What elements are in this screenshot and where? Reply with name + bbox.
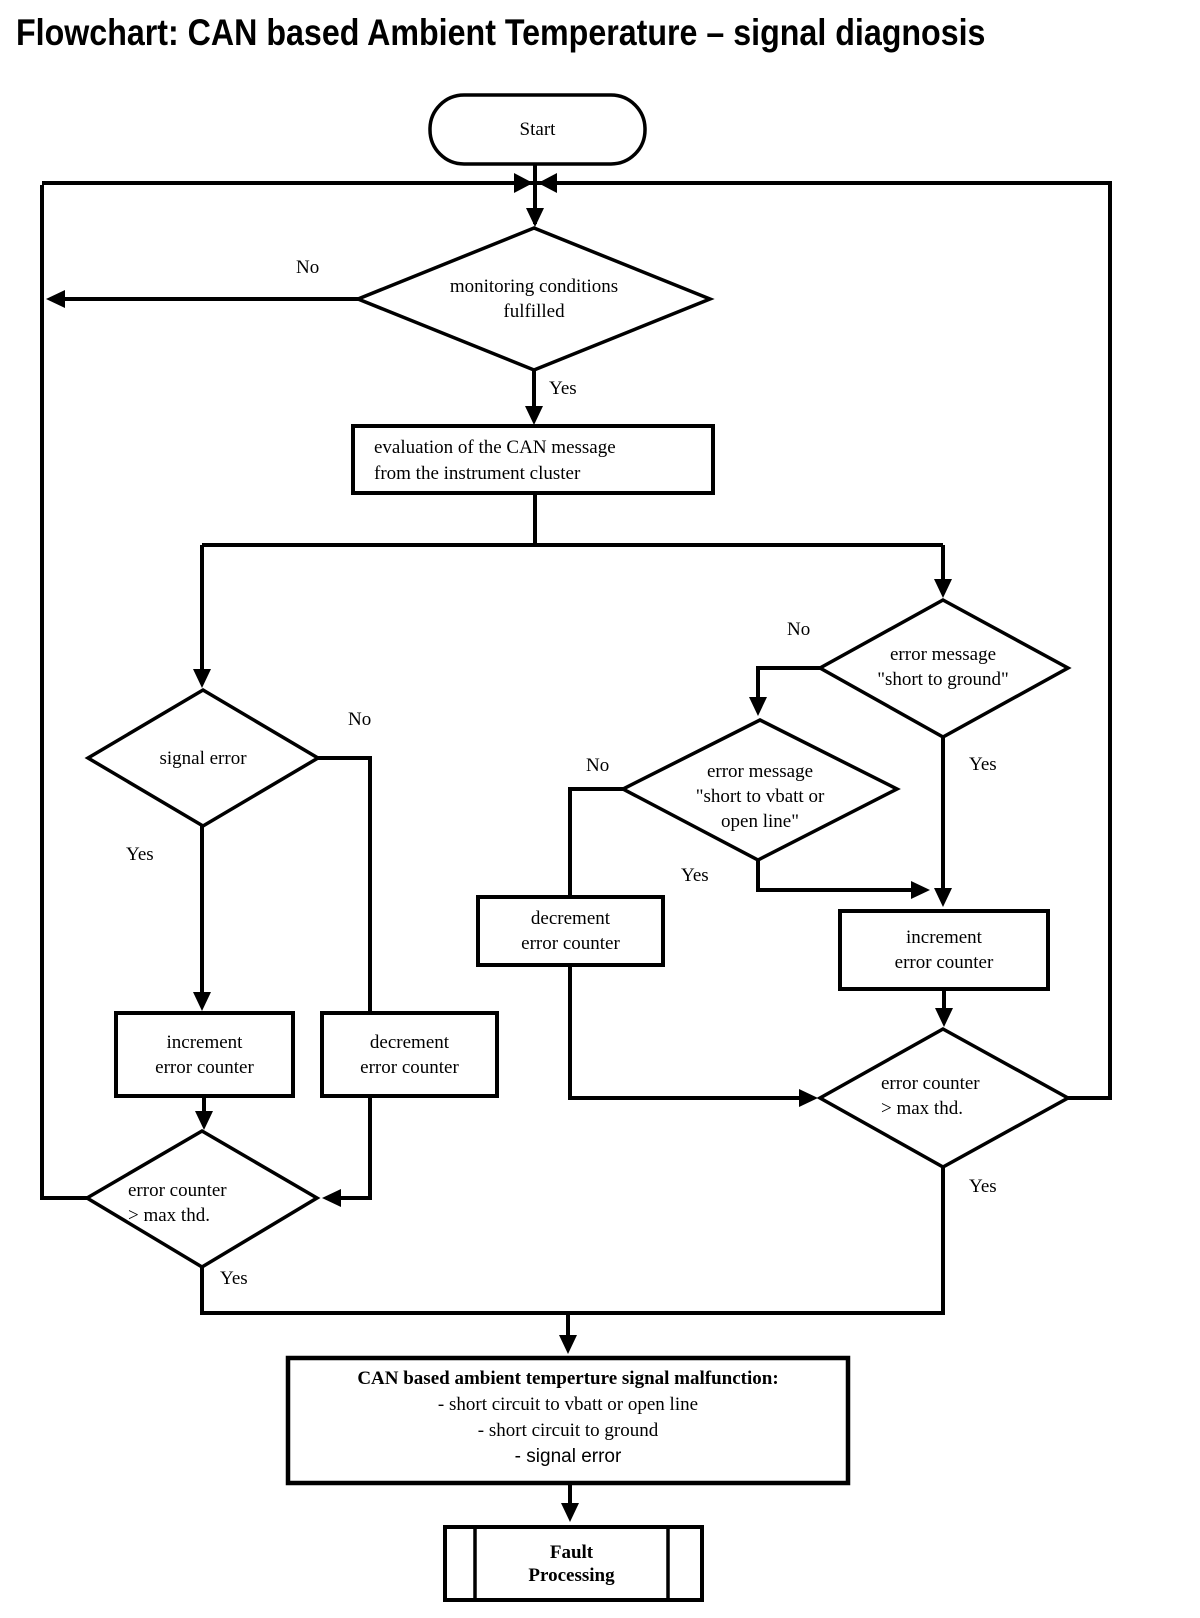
monitoring-decision-label: monitoring conditions fulfilled <box>449 276 619 322</box>
malfunction-title: CAN based ambient temperture signal malf… <box>357 1368 779 1389</box>
edge-decrement-right-out <box>568 965 812 1100</box>
short-to-ground-decision-label: error message "short to ground" <box>877 644 1009 690</box>
edge-bottom-merge <box>200 1167 945 1315</box>
label-error-right-yes: Yes <box>969 1176 997 1197</box>
start-node-shape <box>428 93 647 166</box>
label-monitoring-no: No <box>296 257 320 278</box>
short-to-vbatt-decision-label: error message "short to vbatt or open li… <box>695 760 825 832</box>
short-to-vbatt-diamond-shape <box>619 718 901 862</box>
arrow-into-signal-error <box>193 669 211 688</box>
edge-decrement-left-out <box>326 1096 372 1200</box>
arrow-into-short-to-ground <box>934 579 952 598</box>
error-counter-right-diamond-shape <box>816 1026 1072 1170</box>
signal-error-decision-label: signal error <box>159 747 247 769</box>
malfunction-box-shape <box>285 1355 851 1486</box>
label-vbatt-no: No <box>586 755 610 776</box>
start-node-label: Start <box>519 119 556 140</box>
arrowhead-layer <box>46 173 953 1522</box>
signal-error-diamond-shape <box>84 687 322 829</box>
label-ground-no: No <box>787 619 811 640</box>
short-to-ground-diamond-shape <box>816 598 1072 740</box>
malfunction-item: - signal error <box>514 1446 622 1467</box>
error-counter-right-decision-label: error counter > max thd. <box>881 1073 980 1119</box>
arrow-monitoring-no <box>46 290 65 308</box>
evaluation-box-shape <box>351 424 715 495</box>
fault-processing-side-bars <box>473 1527 670 1600</box>
error-counter-left-diamond-shape <box>83 1128 321 1270</box>
label-vbatt-yes: Yes <box>681 865 709 886</box>
edge-signal-no <box>318 756 372 1015</box>
arrow-into-increment-right <box>934 888 952 907</box>
page-title: Flowchart: CAN based Ambient Temperature… <box>16 12 986 53</box>
fault-processing-box-shape <box>443 1525 704 1602</box>
increment-left-box-shape <box>114 1011 295 1098</box>
label-signal-yes: Yes <box>126 844 154 865</box>
arrow-into-evaluation <box>525 406 543 425</box>
edge-right-feedback <box>1068 185 1112 1100</box>
decrement-right-box-label: decrement error counter <box>521 908 620 954</box>
monitoring-diamond-shape <box>353 226 715 372</box>
arrow-into-error-counter-left-right-vertex <box>322 1189 341 1207</box>
arrow-merge-from-right <box>538 173 557 193</box>
arrow-into-fault-processing <box>561 1503 579 1522</box>
edge-left-feedback <box>40 185 87 1200</box>
arrow-into-error-counter-left <box>195 1111 213 1130</box>
node-shape-layer <box>83 93 1072 1602</box>
increment-right-box-shape <box>838 909 1050 991</box>
edge-vbatt-no <box>568 787 623 899</box>
arrow-into-error-counter-right <box>935 1008 953 1027</box>
arrow-into-increment-left <box>193 992 211 1011</box>
decrement-left-box-label: decrement error counter <box>360 1031 459 1078</box>
increment-right-box-label: increment error counter <box>894 927 994 973</box>
decrement-right-box-shape <box>476 895 665 967</box>
decrement-left-box-shape <box>320 1011 499 1098</box>
edge-ground-no <box>756 666 821 710</box>
fault-processing-label: Fault Processing <box>528 1541 615 1586</box>
malfunction-item: - short circuit to vbatt or open line <box>437 1394 699 1415</box>
arrow-into-monitoring <box>526 208 544 227</box>
arrow-into-short-to-vbatt <box>749 697 767 716</box>
connector-layer <box>40 164 1112 1516</box>
arrow-vbatt-yes-join <box>911 881 930 899</box>
malfunction-item: - short circuit to ground <box>477 1420 659 1441</box>
evaluation-box-label: evaluation of the CAN message from the i… <box>374 437 616 484</box>
arrow-into-error-counter-right-left-vertex <box>799 1089 818 1107</box>
label-error-left-yes: Yes <box>220 1268 248 1289</box>
error-counter-left-decision-label: error counter > max thd. <box>128 1180 227 1226</box>
label-signal-no: No <box>348 709 372 730</box>
arrow-merge-from-left <box>514 173 533 193</box>
arrow-into-malfunction <box>559 1335 577 1354</box>
label-ground-yes: Yes <box>969 754 997 775</box>
label-monitoring-yes: Yes <box>549 378 577 399</box>
edge-vbatt-yes <box>756 860 924 892</box>
increment-left-box-label: increment error counter <box>155 1031 254 1078</box>
malfunction-box-label: CAN based ambient temperture signal malf… <box>292 1366 844 1470</box>
